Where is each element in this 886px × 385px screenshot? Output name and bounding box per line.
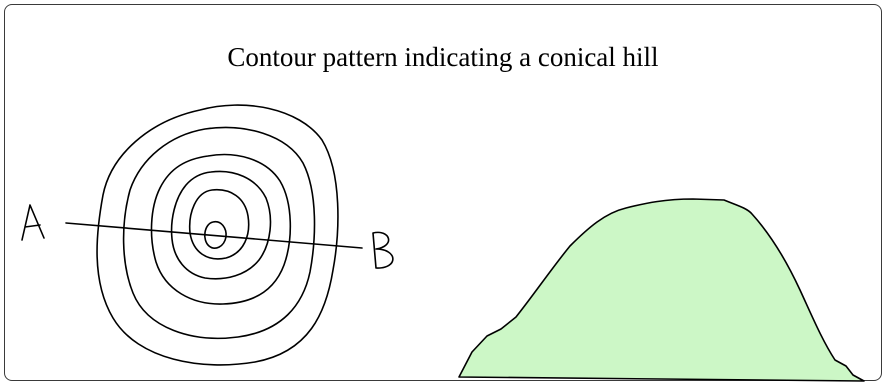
diagram-title: Contour pattern indicating a conical hil… [227, 42, 659, 72]
section-line-a-b [65, 222, 363, 249]
contour-line-3 [150, 153, 292, 305]
contour-line-4 [170, 170, 272, 280]
contour-line-5 [188, 189, 250, 260]
contour-line-2 [122, 126, 316, 340]
peak-contour [204, 220, 227, 249]
letter-b-glyph [372, 231, 394, 269]
letter-a-glyph [21, 204, 45, 241]
section-point-a: A [21, 204, 45, 241]
section-point-b: B [372, 231, 394, 269]
hill-profile [458, 198, 865, 382]
section-line [65, 222, 363, 249]
contour-line-outer [96, 104, 339, 366]
contour-map [96, 104, 339, 366]
